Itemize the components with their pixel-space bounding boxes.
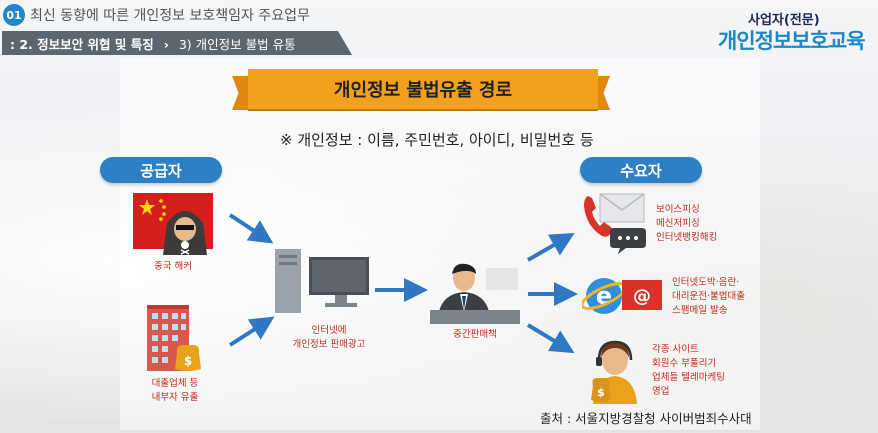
pc-tower-icon: [275, 249, 301, 313]
breadcrumb-part2: 3) 개인정보 불법 유통: [178, 37, 296, 52]
computer-illustration: [275, 249, 369, 313]
diagram-title-banner: 개인정보 불법유출 경로: [248, 69, 598, 109]
gambling-line1: 인터넷도박·음란·: [672, 277, 740, 288]
computer-label-line1: 인터넷에: [311, 325, 347, 336]
arrow-broker-to-phishing: [526, 232, 575, 262]
broker-illustration: [430, 263, 520, 324]
money-bag-icon: [175, 345, 201, 371]
content-panel: [120, 58, 760, 430]
arrow-hacker-to-computer: [228, 213, 274, 244]
insider-label: 대출업체 등 내부자 유출: [135, 377, 215, 405]
svg-text:$: $: [184, 354, 192, 368]
arrow-insider-to-computer: [228, 316, 275, 347]
gambling-label: 인터넷도박·음란· 대리운전·불법대출 스팸메일 발송: [672, 276, 745, 318]
arrow-broker-to-telemarketing: [526, 323, 575, 354]
telemarketing-line2: 회원수 부풀리기: [652, 358, 717, 369]
telemarketer-illustration: $: [591, 340, 637, 404]
demand-pill: 수요자: [580, 157, 702, 183]
phone-icon: [584, 196, 612, 237]
internet-spam-illustration: e @: [582, 278, 662, 314]
gambling-line3: 스팸메일 발송: [672, 305, 728, 316]
svg-text:$: $: [597, 386, 605, 399]
svg-text:@: @: [633, 286, 651, 307]
breadcrumb-part1: : 2. 정보보안 위협 및 특징: [10, 37, 154, 52]
chinese-hacker-illustration: [133, 193, 213, 255]
insider-label-line1: 대출업체 등: [151, 378, 199, 389]
phishing-line3: 인터넷뱅킹해킹: [656, 232, 718, 243]
lender-building-illustration: $: [147, 305, 201, 371]
phishing-illustration: [584, 193, 646, 254]
money-bag-icon: [591, 378, 611, 402]
insider-label-line2: 내부자 유출: [151, 392, 199, 403]
laptop-icon: [486, 268, 518, 290]
phishing-label: 보이스피싱 메신저피싱 인터넷뱅킹해킹: [656, 203, 717, 245]
diagram-title: 개인정보 불법유출 경로: [333, 80, 513, 101]
computer-label: 인터넷에 개인정보 판매광고: [273, 324, 385, 352]
source-citation: 출처 : 서울지방경찰청 사이버범죄수사대: [540, 411, 752, 426]
phishing-line2: 메신저피싱: [656, 218, 700, 229]
telemarketing-line1: 각종 사이트: [652, 344, 699, 355]
page-title: 최신 동향에 따른 개인정보 보호책임자 주요업무: [30, 8, 310, 24]
speech-bubble-icon: [610, 228, 646, 254]
telemarketing-line4: 영업: [652, 386, 670, 397]
desk-icon: [430, 310, 520, 324]
personal-info-note: ※ 개인정보 : 이름, 주민번호, 아이디, 비밀번호 등: [280, 131, 594, 149]
headset-icon: [597, 340, 633, 361]
computer-label-line2: 개인정보 판매광고: [292, 339, 366, 350]
breadcrumb-separator-icon: ›: [163, 37, 169, 52]
email-icon: [622, 280, 662, 310]
telemarketing-line3: 업체들 텔레마케팅: [652, 372, 725, 383]
brand-subtitle: 사업자(전문): [748, 13, 820, 28]
breadcrumb: : 2. 정보보안 위협 및 특징 › 3) 개인정보 불법 유통: [10, 34, 296, 53]
section-number-badge: 01: [3, 4, 25, 26]
supplier-pill: 공급자: [100, 157, 222, 183]
hacker-label: 중국 해커: [154, 261, 192, 272]
broker-label: 중간판매책: [453, 329, 497, 340]
phishing-line1: 보이스피싱: [656, 204, 700, 215]
telemarketing-label: 각종 사이트 회원수 부풀리기 업체들 텔레마케팅 영업: [652, 343, 725, 399]
breadcrumb-bar: [2, 31, 352, 55]
brand-logo-text: 개인정보보호교육: [718, 29, 866, 53]
gambling-line2: 대리운전·불법대출: [672, 291, 745, 302]
internet-explorer-icon: [586, 278, 622, 314]
